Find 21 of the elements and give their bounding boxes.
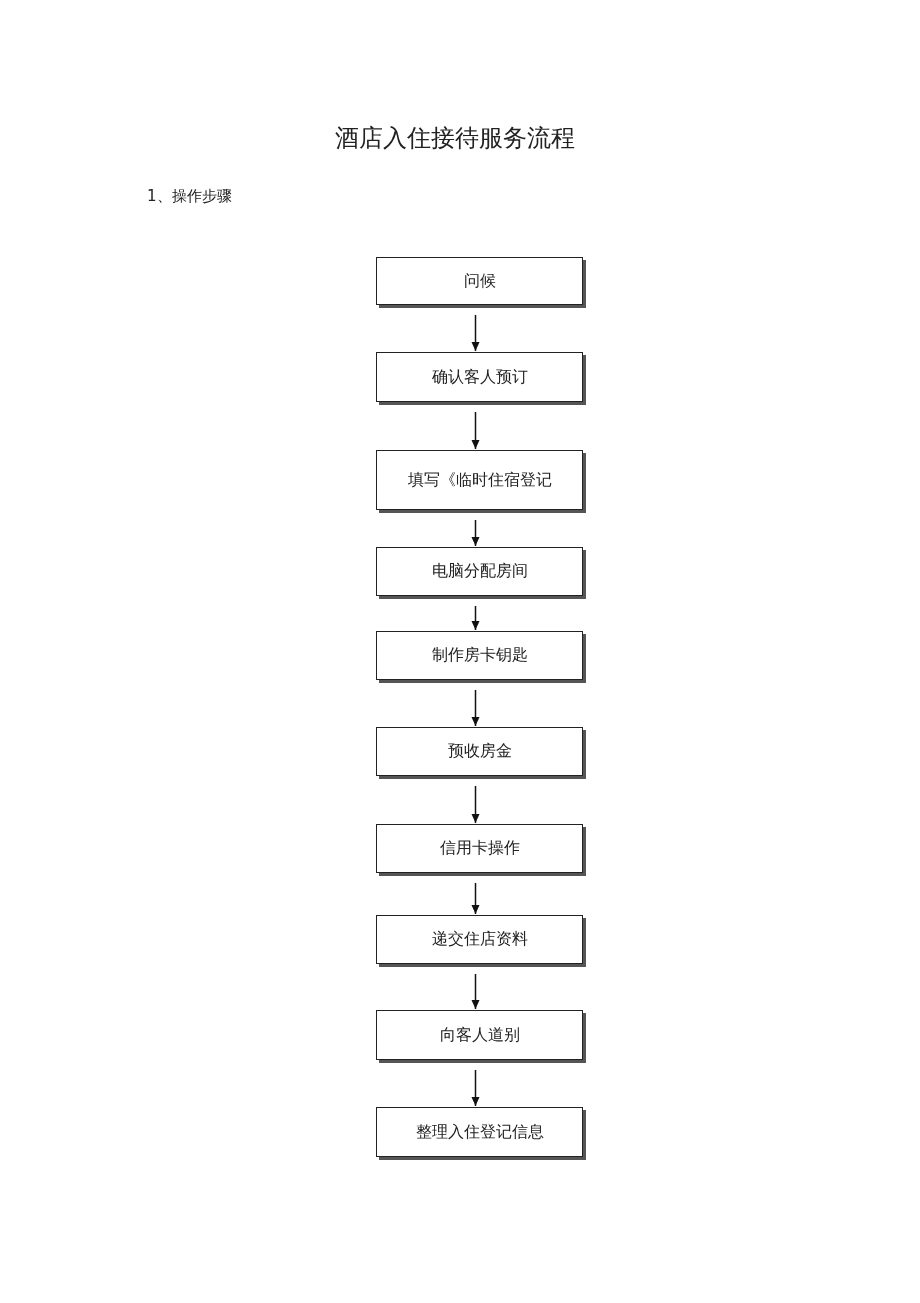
section-heading: 1、操作步骤 [147, 187, 232, 206]
process-box: 电脑分配房间 [376, 547, 583, 596]
process-box: 递交住店资料 [376, 915, 583, 964]
title: 酒店入住接待服务流程 [335, 123, 575, 154]
process-box: 确认客人预订 [376, 352, 583, 402]
arrow [471, 973, 480, 1010]
process-box: 制作房卡钥匙 [376, 631, 583, 680]
arrow [471, 689, 480, 727]
process-box: 填写《临时住宿登记 [376, 450, 583, 510]
process-box: 向客人道别 [376, 1010, 583, 1060]
arrow [471, 1069, 480, 1107]
arrow [471, 314, 480, 352]
arrow [471, 519, 480, 547]
process-box: 信用卡操作 [376, 824, 583, 873]
arrow [471, 605, 480, 631]
process-box: 预收房金 [376, 727, 583, 776]
arrow [471, 882, 480, 915]
arrow [471, 411, 480, 450]
process-box: 问候 [376, 257, 583, 305]
process-box: 整理入住登记信息 [376, 1107, 583, 1157]
arrow [471, 785, 480, 824]
